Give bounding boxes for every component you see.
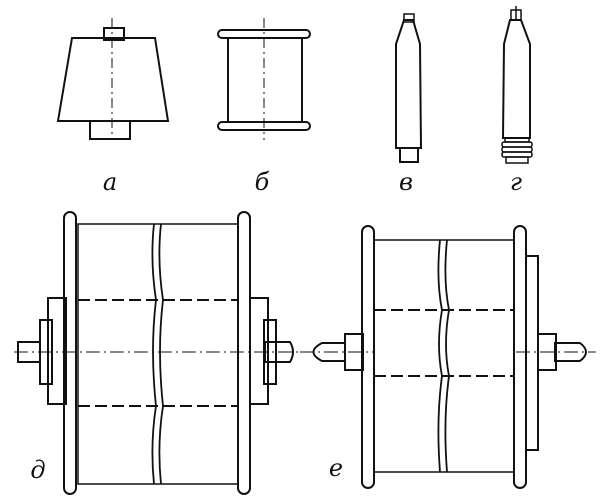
cop-figure: [395, 13, 423, 163]
spool-figure: [217, 18, 311, 140]
beam-d-figure: [14, 211, 300, 495]
label-v: в: [399, 168, 413, 196]
label-a: а: [103, 168, 117, 196]
label-b: б: [255, 168, 270, 196]
cone-package-figure: [56, 18, 170, 140]
beam-e-figure: [300, 225, 596, 489]
label-d: д: [30, 456, 45, 484]
label-e: е: [329, 454, 343, 482]
label-g: г: [510, 168, 522, 196]
cop-ring-figure: [501, 6, 533, 164]
